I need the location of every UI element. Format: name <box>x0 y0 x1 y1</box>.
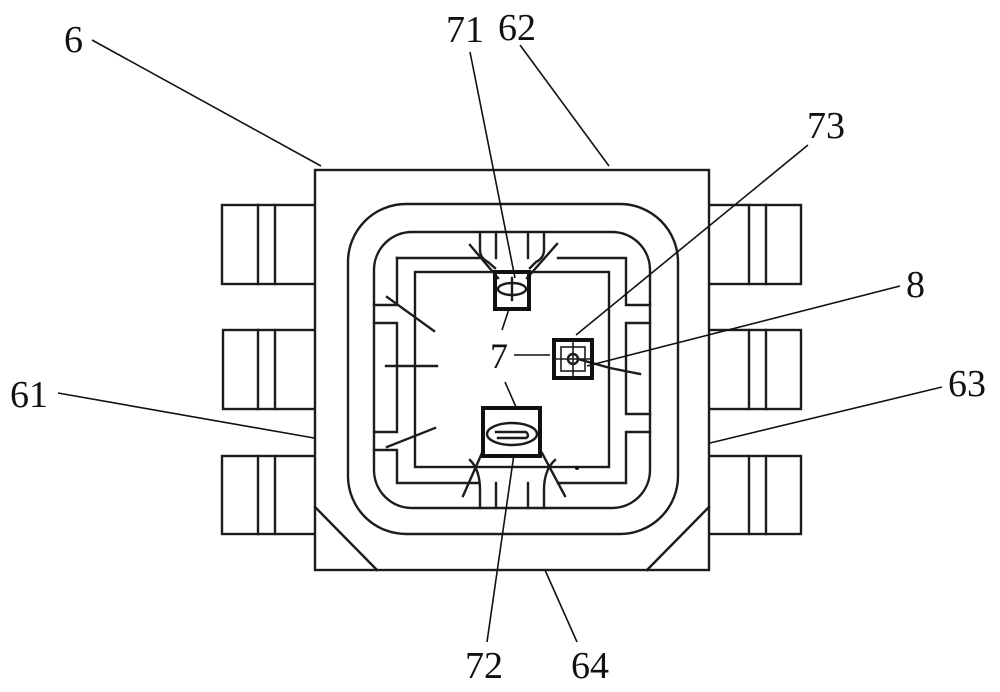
reference-labels: 6 71 62 73 8 61 63 7 72 64 <box>10 7 986 687</box>
left-pins <box>220 203 318 536</box>
label-63: 63 <box>948 363 986 405</box>
label-62: 62 <box>498 7 536 49</box>
leader-73 <box>575 144 809 336</box>
outer-ring <box>346 202 680 536</box>
leader-63 <box>709 386 943 444</box>
package-body <box>313 168 711 572</box>
leader-62 <box>519 44 610 167</box>
label-61: 61 <box>10 374 48 416</box>
leader-7-up <box>501 308 510 331</box>
chip-73 <box>552 338 594 380</box>
label-73: 73 <box>807 105 845 147</box>
leader-7-down <box>504 381 517 408</box>
leader-61 <box>57 392 315 439</box>
chamfer-bottom-left <box>313 505 379 572</box>
leader-64 <box>544 569 578 643</box>
leader-71 <box>469 51 516 279</box>
label-7: 7 <box>490 336 508 376</box>
leader-72 <box>486 453 515 643</box>
label-6: 6 <box>64 19 83 61</box>
pin-left-1 <box>220 203 318 286</box>
chamfer-bottom-right <box>645 505 711 572</box>
right-pins <box>706 203 803 536</box>
leader-8 <box>586 285 901 367</box>
leader-lines <box>57 39 943 643</box>
pin-right-2 <box>706 328 803 411</box>
label-64: 64 <box>571 645 609 687</box>
label-72: 72 <box>465 645 503 687</box>
label-71: 71 <box>446 9 484 51</box>
pin-left-2 <box>221 328 318 411</box>
label-8: 8 <box>906 264 925 306</box>
pin-left-3 <box>220 454 318 536</box>
leader-6 <box>91 39 322 167</box>
inner-ring <box>372 230 652 510</box>
chip-71 <box>493 270 531 311</box>
chip-72 <box>481 406 542 458</box>
marker-dot <box>575 466 579 470</box>
pin-right-1 <box>706 203 803 286</box>
pin-right-3 <box>706 454 803 536</box>
